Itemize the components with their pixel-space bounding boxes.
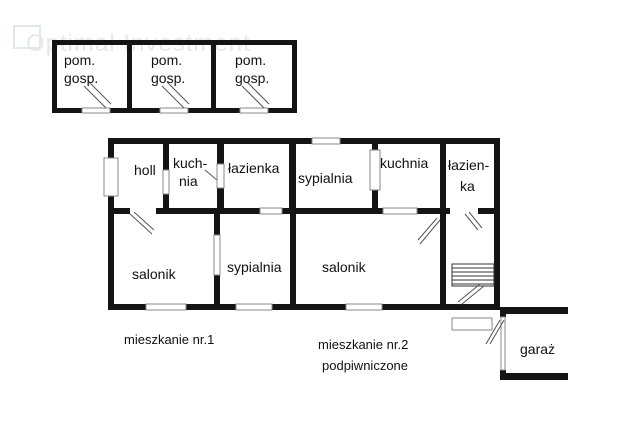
storage-3-label-line1: pom.	[235, 52, 266, 68]
room-label-sypialnia-1: sypialnia	[298, 170, 353, 186]
room-label-lazienka-2-line1: łazien-	[448, 157, 490, 173]
storage-2-label-line2: gosp.	[151, 70, 185, 86]
storage-1-label-line2: gosp.	[64, 70, 98, 86]
room-label-holl: holl	[134, 162, 156, 178]
room-label-kuchnia-2: kuchnia	[380, 155, 428, 171]
room-label-salonik-1: salonik	[132, 266, 177, 282]
stairs	[451, 263, 495, 287]
room-label-garaz: garaż	[520, 341, 555, 357]
storage-3-label-line2: gosp.	[235, 70, 269, 86]
storage-block: pom. gosp. pom. gosp. pom. gosp.	[52, 40, 297, 114]
watermark-logo-icon	[13, 25, 41, 49]
storage-2-label-line1: pom.	[151, 52, 182, 68]
caption-apartment-1: mieszkanie nr.1	[124, 332, 214, 347]
garage: garaż	[451, 307, 568, 380]
caption-apartment-2-line1: mieszkanie nr.2	[318, 337, 408, 352]
room-label-kuchnia-1-line1: kuch-	[173, 155, 208, 171]
room-label-lazienka-1: łazienka	[228, 160, 280, 176]
room-label-sypialnia-2: sypialnia	[227, 259, 282, 275]
storage-1-label-line1: pom.	[64, 52, 95, 68]
main-building: holl kuch- nia łazienka sypialnia kuchni…	[103, 137, 500, 311]
room-label-lazienka-2-line2: ka	[460, 178, 475, 194]
caption-apartment-2-line2: podpiwniczone	[322, 358, 408, 373]
room-label-salonik-2: salonik	[322, 259, 367, 275]
room-label-kuchnia-1-line2: nia	[179, 173, 198, 189]
